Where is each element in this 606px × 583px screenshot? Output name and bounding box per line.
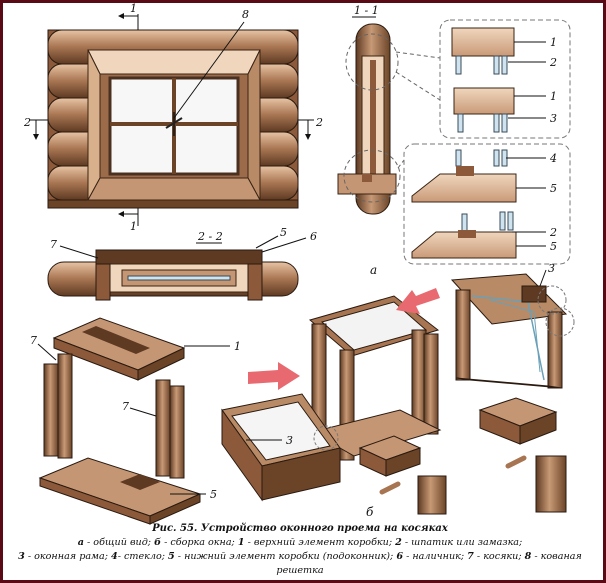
- label-section-1-1: 1 - 1: [354, 4, 379, 17]
- label-part-5b: 5: [550, 240, 557, 253]
- label-s22-6: 6: [310, 230, 317, 243]
- label-part-1a: 1: [550, 36, 557, 49]
- label-b-1: 1: [234, 340, 241, 353]
- label-part-1b: 1: [550, 90, 557, 103]
- label-b-7a: 7: [30, 334, 37, 347]
- label-grille: 8: [242, 8, 249, 21]
- label-b-3b: 3: [548, 262, 555, 275]
- label-section-2-right: 2: [315, 116, 323, 129]
- label-section-2-left: 2: [23, 116, 31, 129]
- detail-bottom-lower: [411, 211, 517, 259]
- pink-arrow-left: [248, 362, 300, 390]
- window-glazing: [108, 76, 240, 176]
- assembly-left-post: [43, 353, 73, 459]
- label-part-2b: 2: [549, 226, 557, 239]
- label-view-a: a: [370, 263, 377, 277]
- pink-arrow-right: [396, 288, 440, 314]
- caption-line-2: 3 - оконная рама; 4- стекло; 5 - нижний …: [18, 551, 582, 576]
- label-b-5: 5: [210, 488, 217, 501]
- caption-line-1: а - общий вид; б - сборка окна; 1 - верх…: [77, 537, 523, 548]
- label-part-4: 4: [549, 152, 557, 165]
- label-view-b: б: [366, 505, 374, 519]
- label-part-3a: 3: [550, 112, 557, 125]
- label-section-1-bottom: 1: [130, 220, 137, 233]
- detail-top-lower: [453, 87, 515, 133]
- assembled-box: [308, 295, 442, 461]
- label-b-3a: 3: [286, 434, 293, 447]
- label-s22-7: 7: [50, 238, 57, 251]
- joint-details: [358, 397, 567, 515]
- detail-bottom-upper: [411, 149, 517, 203]
- detail-top-upper: [451, 27, 515, 75]
- detail-box-bottom: [403, 143, 571, 265]
- frame-sash-front: [221, 393, 341, 502]
- section-markers: [30, 13, 314, 226]
- section-2-2-drawing: [47, 249, 299, 301]
- label-s22-5: 5: [280, 226, 287, 239]
- label-part-5a: 5: [550, 182, 557, 195]
- caption-title: Рис. 55. Устройство оконного проема на к…: [152, 523, 448, 534]
- label-section-2-2: 2 - 2: [197, 230, 223, 243]
- label-section-1-top: 1: [130, 2, 137, 15]
- assembly-top-beam: [52, 317, 186, 381]
- figure-caption: Рис. 55. Устройство оконного проема на к…: [0, 522, 600, 578]
- frame-sash-right: [450, 273, 568, 389]
- label-part-2a: 2: [549, 56, 557, 69]
- section-1-1-drawing: [337, 23, 397, 215]
- label-b-7b: 7: [122, 400, 129, 413]
- assembly-right-post: [155, 379, 185, 479]
